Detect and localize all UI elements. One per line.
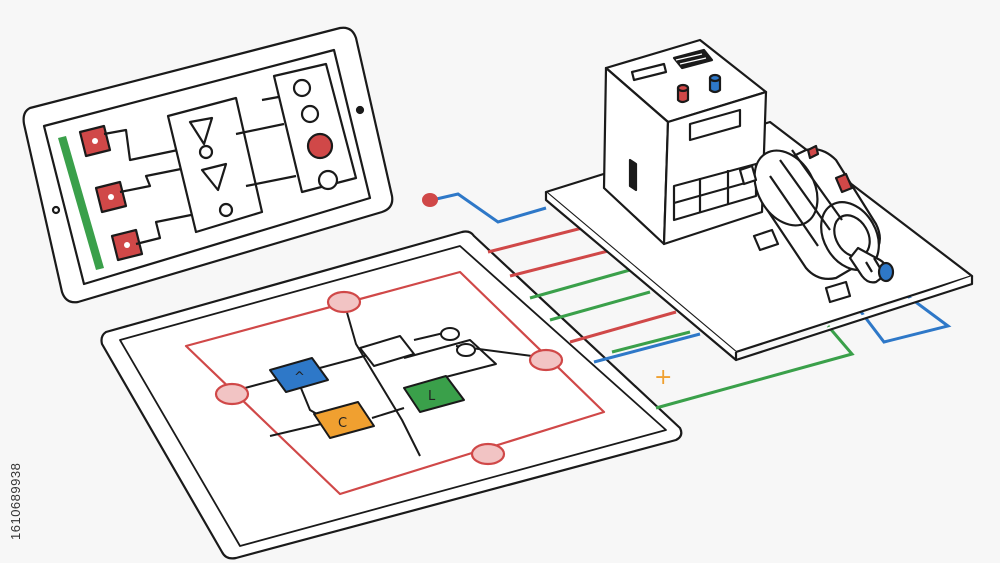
tablet-icon bbox=[22, 26, 394, 304]
circuit-board-icon: ^ C L bbox=[100, 230, 683, 560]
orange-component bbox=[313, 401, 375, 439]
blue-component bbox=[269, 357, 329, 393]
green-component bbox=[403, 375, 465, 413]
green-block-symbol: L bbox=[428, 389, 436, 404]
motor-icon bbox=[738, 144, 895, 304]
plus-marker: + bbox=[654, 365, 672, 390]
stock-id-text: 1610689938 bbox=[8, 462, 23, 540]
connection-wires bbox=[422, 192, 952, 410]
orange-block-symbol: C bbox=[338, 416, 347, 431]
power-supply-icon bbox=[544, 38, 974, 362]
blue-block-symbol: ^ bbox=[294, 370, 305, 385]
white-component bbox=[359, 335, 415, 367]
circuit-node bbox=[214, 290, 564, 466]
